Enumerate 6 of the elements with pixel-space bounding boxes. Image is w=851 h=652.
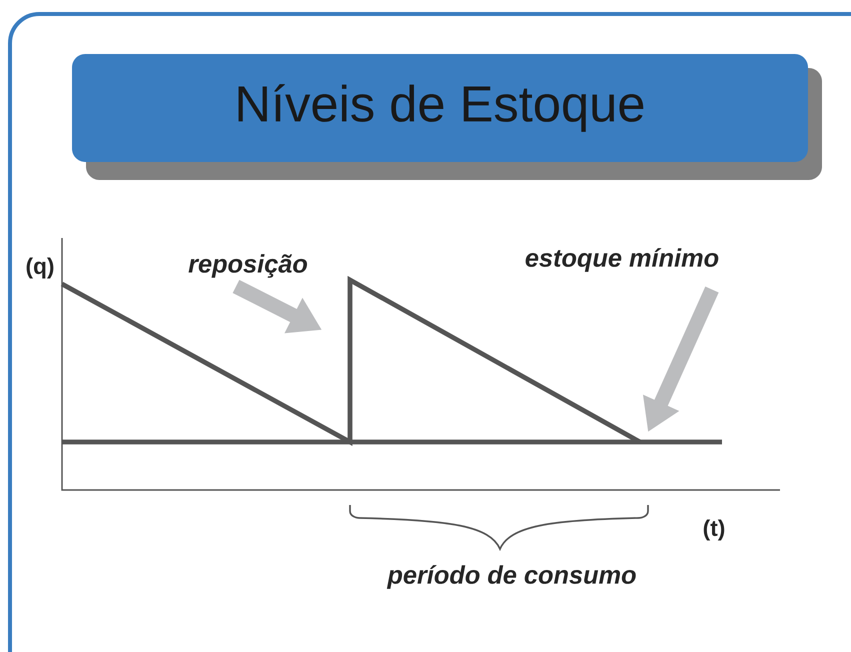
axis-label: (q) [26, 257, 54, 279]
axis-label: (t) [704, 519, 724, 541]
period-label: período de consumo [386, 565, 636, 589]
callout-text: reposição [188, 254, 308, 278]
callout-text: estoque mínimo [526, 248, 718, 272]
title-box: Níveis de Estoque [72, 54, 808, 162]
